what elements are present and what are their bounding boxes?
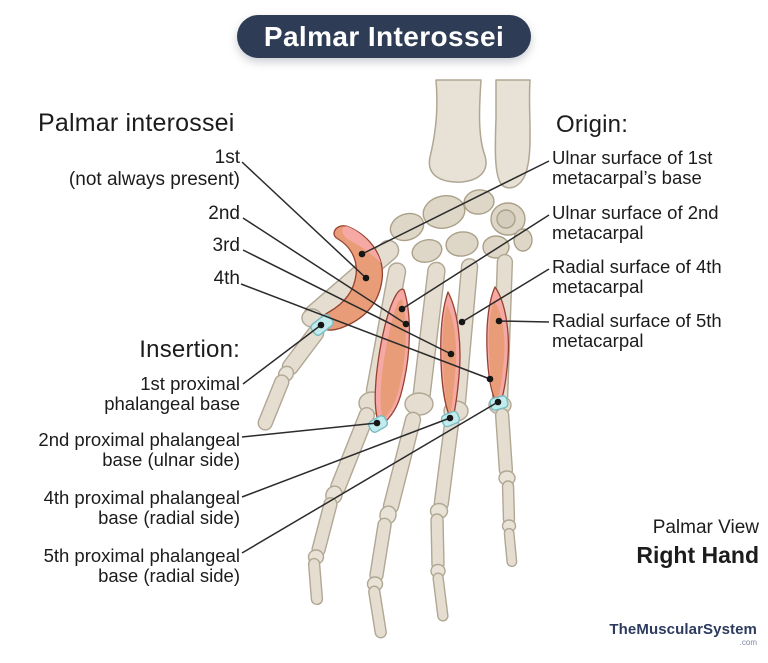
muscle-label-1st-note: (not always present) — [68, 169, 240, 190]
finger-bones — [257, 324, 518, 639]
view-info: Palmar View Right Hand — [636, 517, 759, 569]
muscle-label-4th: 4th — [213, 268, 240, 289]
muscles-heading: Palmar interossei — [38, 109, 235, 137]
title-banner: Palmar Interossei — [237, 15, 531, 58]
muscle-4th-palmar-interosseous — [486, 286, 510, 407]
forearm-bones — [428, 79, 531, 189]
insertion-heading: Insertion: — [139, 336, 240, 363]
insertion-item-4: 5th proximal phalangeal base (radial sid… — [43, 545, 240, 586]
origin-heading: Origin: — [556, 111, 629, 138]
insertion-item-1: 1st proximal phalangeal base — [104, 373, 240, 414]
pisiform-bone — [496, 209, 516, 229]
palmar-interossei-muscles — [318, 225, 510, 427]
carpal-bones — [389, 189, 533, 264]
leader-lines — [240, 160, 550, 554]
muscle-label-3rd: 3rd — [212, 235, 240, 256]
muscle-label-1st: 1st — [214, 147, 240, 168]
insertion-markers — [310, 314, 509, 433]
origin-item-2: Ulnar surface of 2nd metacarpal — [552, 202, 719, 243]
radius-bone — [428, 79, 487, 183]
muscle-label-2nd: 2nd — [208, 203, 240, 224]
hand-label: Right Hand — [636, 542, 759, 568]
site-logo: TheMuscularSystem .com — [609, 622, 757, 647]
origin-item-4: Radial surface of 5th metacarpal — [552, 310, 722, 351]
page-title: Palmar Interossei — [263, 20, 505, 52]
view-label: Palmar View — [652, 517, 759, 538]
origin-item-1: Ulnar surface of 1st metacarpal’s base — [552, 147, 713, 188]
site-logo-name: TheMuscularSystem — [609, 621, 757, 638]
site-logo-tld: .com — [739, 638, 757, 647]
insertion-item-2: 2nd proximal phalangeal base (ulnar side… — [38, 429, 240, 470]
insertion-item-3: 4th proximal phalangeal base (radial sid… — [43, 487, 240, 528]
origin-item-3: Radial surface of 4th metacarpal — [552, 256, 722, 297]
ulna-bone — [494, 79, 531, 189]
label-dots — [317, 250, 503, 427]
